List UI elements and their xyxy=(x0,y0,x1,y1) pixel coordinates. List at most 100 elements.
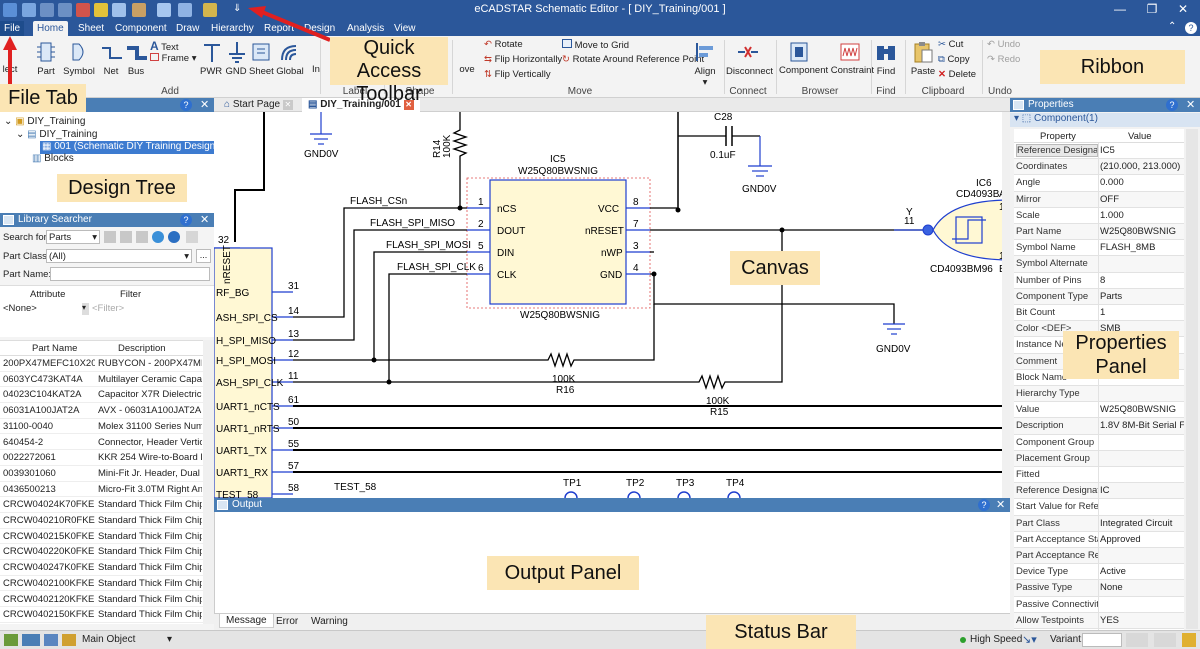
redo-qa-icon[interactable] xyxy=(58,3,72,17)
close-design-icon[interactable] xyxy=(94,3,108,17)
help-icon[interactable]: ? xyxy=(1166,99,1178,111)
help-icon[interactable]: ? xyxy=(180,214,192,226)
close-tab-icon[interactable]: ✕ xyxy=(282,100,293,110)
rotate-around-reference-button[interactable]: ↻ Rotate Around Reference Point xyxy=(562,54,705,65)
filter-icon[interactable] xyxy=(178,3,192,17)
property-row[interactable]: Symbol Alternate xyxy=(1014,256,1184,273)
tab-hierarchy[interactable]: Hierarchy xyxy=(211,23,254,34)
rotate-button[interactable]: ↶ Rotate xyxy=(484,39,523,50)
tab-analysis[interactable]: Analysis xyxy=(347,23,385,34)
paste-button[interactable]: Paste xyxy=(909,40,937,77)
filter-input[interactable]: <Filter> xyxy=(92,303,125,314)
flip-horizontally-button[interactable]: ⇆ Flip Horizontally xyxy=(484,54,563,65)
component-browser-button[interactable] xyxy=(778,40,820,66)
part-button[interactable]: Part xyxy=(33,40,59,77)
maximize-button[interactable]: ❐ xyxy=(1146,2,1158,16)
drc-icon[interactable] xyxy=(76,3,90,17)
grid-settings-icon[interactable] xyxy=(1126,633,1148,647)
help-icon[interactable]: ? xyxy=(978,499,990,511)
resistor-r15[interactable]: 100K R15 xyxy=(389,227,785,419)
property-row[interactable]: Component Group xyxy=(1014,434,1184,451)
hierarchy-icon[interactable] xyxy=(157,3,171,17)
view-icon[interactable] xyxy=(22,634,40,646)
property-row[interactable]: Reference DesignatorIC5 xyxy=(1014,143,1184,160)
snap-settings-icon[interactable] xyxy=(1154,633,1176,647)
tab-draw[interactable]: Draw xyxy=(176,23,200,34)
testpoint-symbol[interactable] xyxy=(677,491,691,498)
tab-view[interactable]: View xyxy=(394,23,416,34)
testpoint-label[interactable]: TP4 xyxy=(726,478,745,489)
in-button[interactable]: In xyxy=(312,64,320,75)
tab-diy-training-001[interactable]: ▤ DIY_Training/001 ✕ xyxy=(302,98,420,112)
selection-header[interactable]: ▾ ⬚ Component(1) xyxy=(1010,113,1200,127)
net-label[interactable]: FLASH_CSn xyxy=(350,196,407,207)
net-button[interactable]: Net xyxy=(100,40,122,77)
search-for-select[interactable]: Parts▾ xyxy=(46,230,100,244)
close-tab-icon[interactable]: ✕ xyxy=(403,100,414,110)
undo-qa-icon[interactable] xyxy=(40,3,54,17)
column-part-name[interactable]: Part Name xyxy=(32,343,78,354)
probe-icon[interactable]: ↘▾ xyxy=(1022,634,1037,646)
find-button[interactable]: Find xyxy=(873,40,899,77)
move-button[interactable]: ove xyxy=(459,64,475,75)
global-button[interactable]: Global xyxy=(275,40,305,77)
notes-icon[interactable] xyxy=(1182,633,1196,647)
close-panel-icon[interactable]: ✕ xyxy=(996,499,1006,511)
symbol-button[interactable]: Symbol xyxy=(63,40,95,77)
tree-item-root[interactable]: ⌄ ▣ DIY_Training xyxy=(4,116,86,127)
main-object-select[interactable]: Main Object▾ xyxy=(82,634,172,645)
delete-button[interactable]: ✕ Delete xyxy=(938,69,977,80)
help-icon[interactable]: ? xyxy=(180,99,192,111)
property-row[interactable]: Start Value for Refer... xyxy=(1014,499,1184,516)
minimize-button[interactable]: — xyxy=(1114,2,1126,16)
property-row[interactable]: Placement Group xyxy=(1014,450,1184,467)
tab-warning[interactable]: Warning xyxy=(311,616,348,627)
part-name-input[interactable] xyxy=(50,267,210,281)
testpoint-symbol[interactable] xyxy=(564,491,578,498)
tab-error[interactable]: Error xyxy=(276,616,299,627)
tools-icon[interactable] xyxy=(203,3,217,17)
testpoint-symbol[interactable] xyxy=(627,491,641,498)
close-button[interactable]: ✕ xyxy=(1177,2,1189,16)
save-icon[interactable] xyxy=(22,3,36,17)
properties-scrollbar[interactable] xyxy=(1186,129,1198,629)
cut-button[interactable]: ✂ Cut xyxy=(938,39,964,50)
property-row[interactable]: Hierarchy Type xyxy=(1014,386,1184,403)
property-row[interactable]: Coordinates(210.000, 213.000) xyxy=(1014,159,1184,176)
collapse-ribbon-icon[interactable]: ⌃ xyxy=(1168,21,1177,32)
tree-item-sheet-selected[interactable]: ▦ 001 (Schematic DIY Training Design) xyxy=(40,141,220,154)
resistor-r16[interactable]: 100K R16 xyxy=(374,304,655,396)
tab-design[interactable]: Design xyxy=(304,23,336,34)
tab-sheet[interactable]: Sheet xyxy=(78,23,105,34)
testpoint-symbol[interactable] xyxy=(727,491,741,498)
column-description[interactable]: Description xyxy=(118,343,166,354)
tab-component[interactable]: Component xyxy=(115,23,167,34)
search-option-icon[interactable] xyxy=(104,231,116,243)
net-label[interactable]: FLASH_SPI_MISO xyxy=(370,218,455,229)
testpoint-label[interactable]: TP1 xyxy=(563,478,582,489)
tab-file[interactable]: File xyxy=(0,21,25,36)
gnd-symbol[interactable]: GND0V xyxy=(304,112,339,160)
tab-start-page[interactable]: ⌂ Start Page ✕ xyxy=(224,99,293,110)
